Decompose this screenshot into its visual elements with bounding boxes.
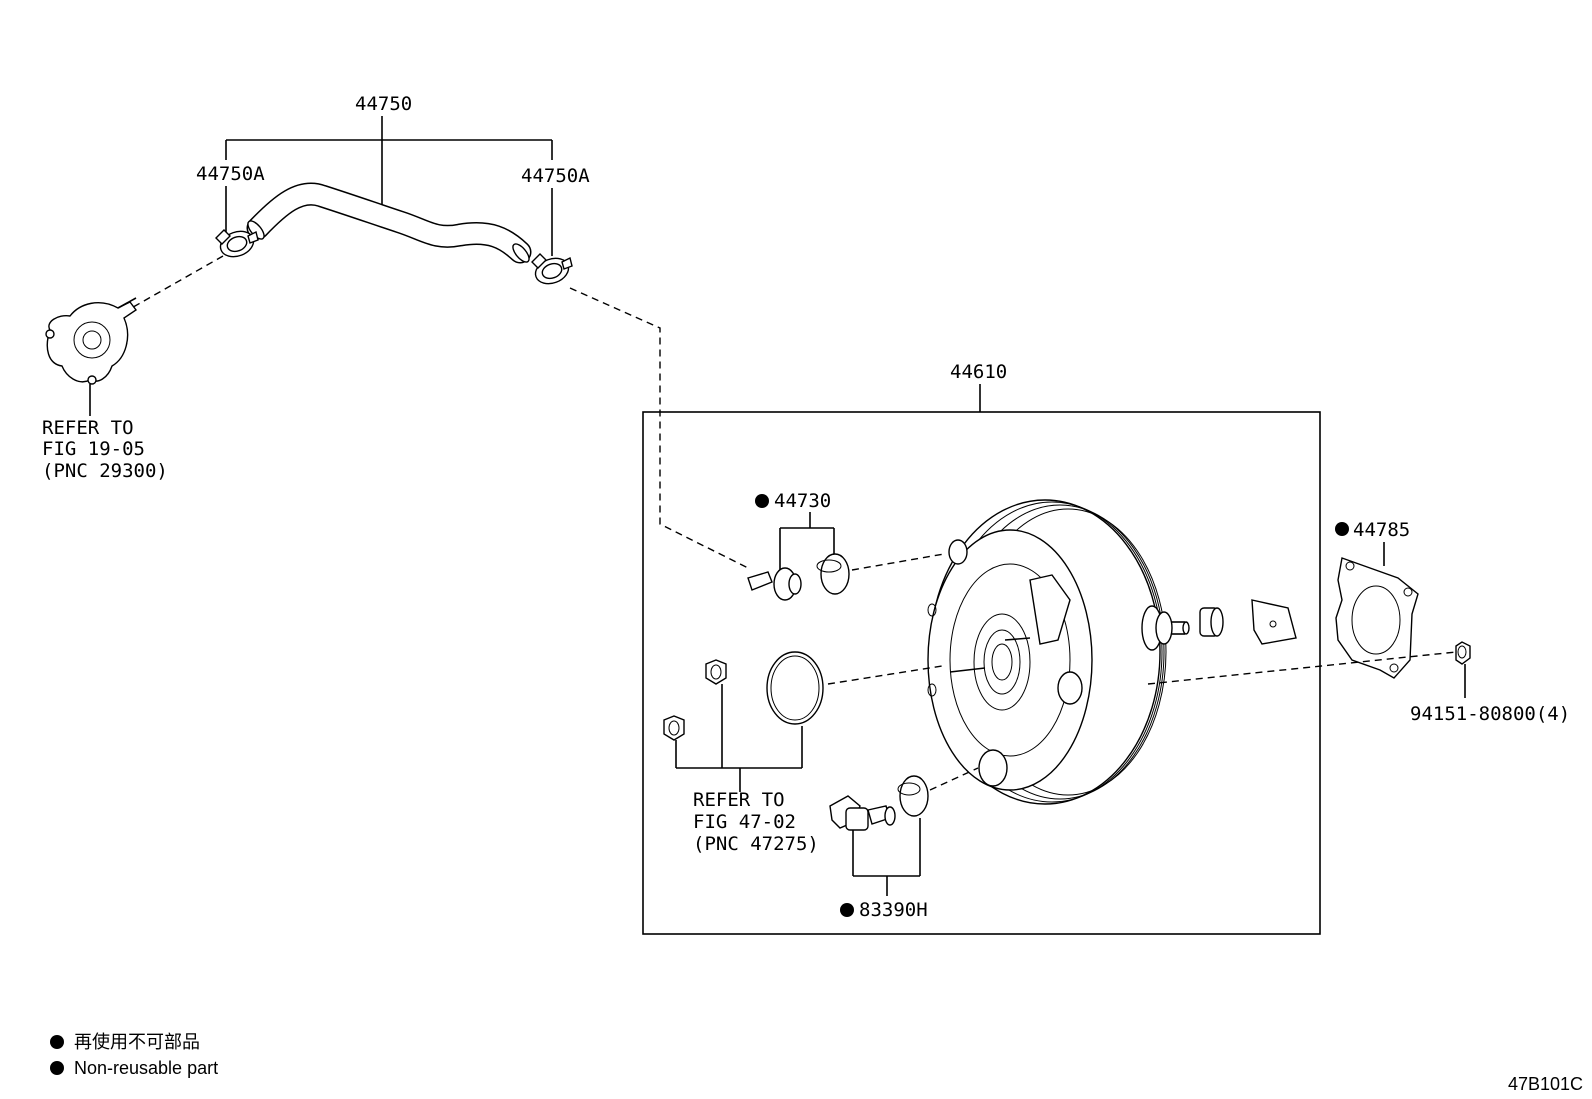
- non-reusable-icon: [755, 494, 769, 508]
- route-oring-to-booster: [827, 665, 943, 685]
- clevis: [1251, 599, 1297, 645]
- check-valve-grommet: [816, 553, 850, 595]
- pump-ref-line3: (PNC 29300): [42, 460, 168, 482]
- leader-83390h: [852, 818, 921, 896]
- route-hose-to-booster: [569, 287, 749, 569]
- label-83390h: 83390H: [859, 899, 928, 921]
- label-44785: 44785: [1353, 519, 1410, 541]
- master-ref-line1: REFER TO: [693, 789, 785, 811]
- leader-master-ref: [675, 684, 803, 792]
- vacuum-hose: [246, 182, 532, 264]
- route-booster-to-nut: [1147, 651, 1457, 685]
- master-cyl-nut-upper: [705, 659, 727, 685]
- master-cyl-o-ring: [766, 651, 824, 725]
- check-valve: [747, 567, 802, 601]
- route-pump-to-hose: [127, 255, 224, 311]
- master-ref-line2: FIG 47-02: [693, 811, 796, 833]
- label-44750a-left: 44750A: [196, 163, 265, 185]
- leader-44750: [225, 116, 553, 205]
- leader-44730: [779, 512, 835, 570]
- label-44750: 44750: [355, 93, 412, 115]
- non-reusable-icon: [1335, 522, 1349, 536]
- pump-ref-line1: REFER TO: [42, 417, 134, 439]
- brake-booster: [927, 499, 1167, 805]
- figure-code: 47B101C: [1508, 1074, 1583, 1094]
- booster-push-rod: [1141, 605, 1190, 651]
- route-sensor-to-booster: [929, 767, 979, 791]
- label-44610: 44610: [950, 361, 1007, 383]
- legend-bullet-icon: [50, 1061, 64, 1075]
- legend-english: Non-reusable part: [74, 1058, 218, 1078]
- booster-assembly-frame: [642, 411, 1321, 935]
- booster-nut: [1455, 641, 1471, 665]
- vacuum-sensor-grommet: [897, 775, 929, 817]
- vacuum-pump-reference: [45, 297, 138, 385]
- label-94151: 94151-80800(4): [1410, 703, 1570, 725]
- hose-clamp-right: [531, 253, 573, 285]
- non-reusable-icon: [840, 903, 854, 917]
- label-44750a-right: 44750A: [521, 165, 590, 187]
- label-44730: 44730: [774, 490, 831, 512]
- pump-ref-line2: FIG 19-05: [42, 438, 145, 460]
- legend-japanese: 再使用不可部品: [74, 1032, 200, 1052]
- booster-gasket: [1335, 557, 1419, 679]
- master-ref-line3: (PNC 47275): [693, 833, 819, 855]
- push-rod-bushing: [1199, 607, 1224, 637]
- vacuum-sensor: [829, 795, 896, 831]
- route-valve-to-booster: [851, 553, 945, 571]
- hose-clamp-left: [215, 229, 259, 258]
- legend-bullet-icon: [50, 1035, 64, 1049]
- master-cyl-nut-lower: [663, 715, 685, 741]
